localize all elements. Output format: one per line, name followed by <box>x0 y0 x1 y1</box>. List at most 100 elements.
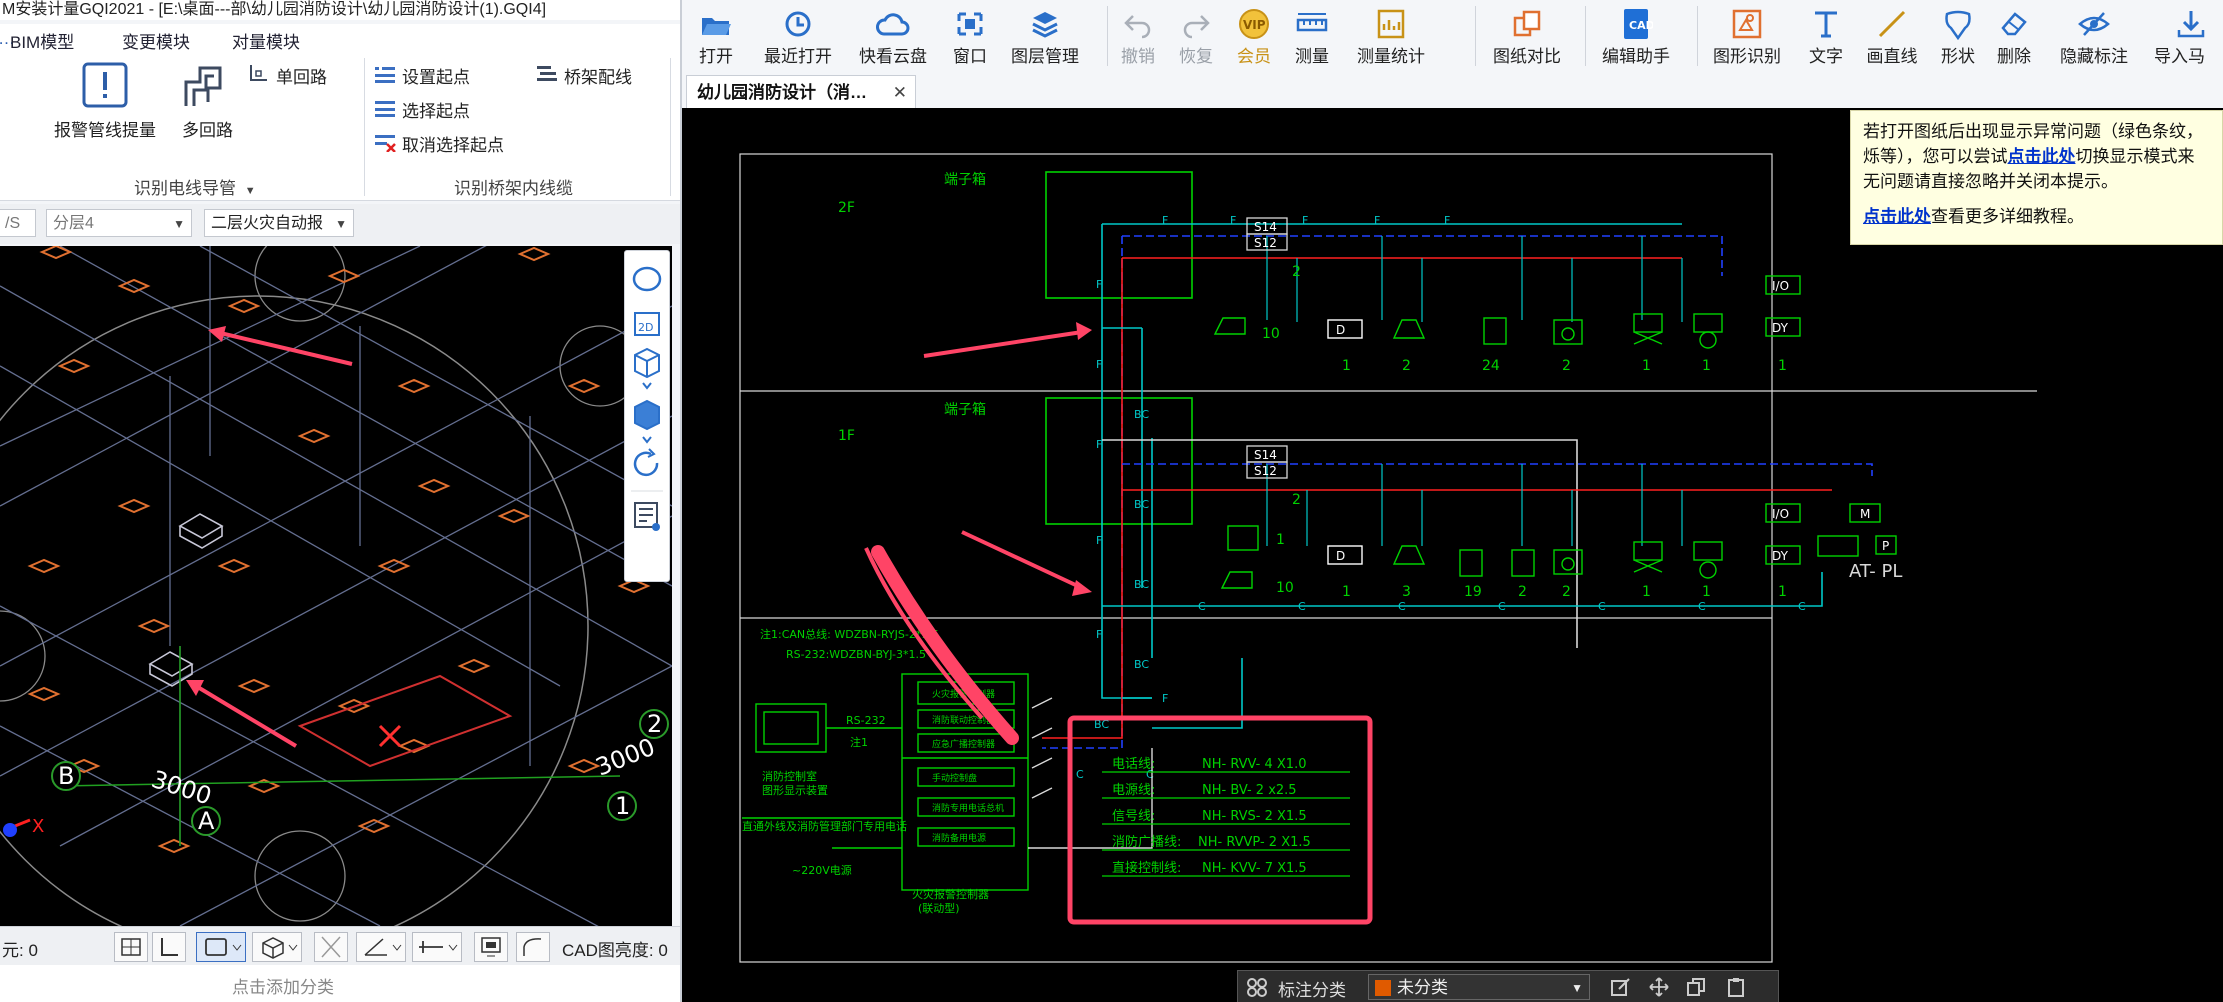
vip-button[interactable]: VIP 会员 <box>1226 0 1282 72</box>
delete-button[interactable]: 删除 <box>1986 0 2042 72</box>
toolbar-divider <box>1585 6 1586 66</box>
measure-stats-button[interactable]: 测量统计 <box>1342 0 1440 72</box>
edit-assistant-button[interactable]: CAD 编辑助手 <box>1588 0 1684 72</box>
multi-loop-icon <box>184 66 222 106</box>
grid-snap-button[interactable] <box>114 932 148 962</box>
menu-change[interactable]: 变更模块 <box>122 33 190 52</box>
delete-label: 删除 <box>1997 47 2031 66</box>
window-label: 窗口 <box>953 47 987 66</box>
annotation-category-select[interactable]: 未分类 ▼ <box>1368 974 1590 1000</box>
layer-visibility-button[interactable] <box>634 502 660 531</box>
c-label: C <box>1798 600 1806 613</box>
print-screen-button[interactable] <box>474 932 508 962</box>
orbit-button[interactable] <box>632 266 662 292</box>
view-2d-button[interactable]: 2D <box>634 312 660 336</box>
legend-name: 消防广播线: <box>1112 834 1181 850</box>
f-label: F <box>1374 214 1380 227</box>
close-tab-icon[interactable]: ✕ <box>892 83 907 102</box>
paste-icon[interactable] <box>1726 977 1748 997</box>
redo-button[interactable]: 恢复 <box>1168 0 1224 72</box>
curve-button[interactable] <box>516 932 550 962</box>
status-left-text: 元: 0 <box>2 941 38 960</box>
menu-compare[interactable]: 对量模块 <box>232 33 300 52</box>
f-label: F <box>1444 214 1450 227</box>
tip-line2-post: 切换显示模式来 <box>2075 147 2195 166</box>
dimension-button[interactable] <box>412 932 462 962</box>
shape-recognize-button[interactable]: 图形识别 <box>1702 0 1792 72</box>
f-label: F <box>1162 214 1168 227</box>
draw-line-button[interactable]: 画直线 <box>1858 0 1926 72</box>
move-icon[interactable] <box>1648 977 1670 997</box>
switch-mode-link[interactable]: 点击此处 <box>2007 147 2076 166</box>
cad-brightness-label[interactable]: CAD图亮度: 0 <box>562 941 668 960</box>
tip-line1: 若打开图纸后出现显示异常问题（绿色条纹， <box>1863 122 2203 141</box>
document-tab[interactable]: 幼儿园消防设计（消… ✕ <box>686 75 916 108</box>
count-2f: 2 <box>1562 358 1571 374</box>
fire-control-room: 消防控制室 <box>762 769 817 783</box>
floor-combo-value: /S <box>5 215 21 232</box>
group-identify-wire[interactable]: 识别电线导管 ▼ <box>134 174 256 199</box>
hide-annotation-button[interactable]: 隐藏标注 <box>2046 0 2142 72</box>
view-3d-button[interactable] <box>634 347 660 379</box>
f-label: F <box>1302 214 1308 227</box>
undo-button[interactable]: 撤销 <box>1110 0 1166 72</box>
window-button[interactable]: 窗口 <box>944 0 996 72</box>
f-label: F <box>1230 214 1236 227</box>
cabinet-label: 火灾报警控制器 <box>912 887 989 901</box>
edit-annotation-icon[interactable] <box>1610 977 1632 997</box>
display-mode-button[interactable] <box>252 932 302 962</box>
bc-label: BC <box>1134 498 1149 511</box>
bridge-wire-icon <box>537 66 557 81</box>
line-icon <box>1878 10 1906 38</box>
layer-combo[interactable]: 分层4▼ <box>46 209 192 237</box>
menu-bim[interactable]: BIM模型 <box>10 33 75 52</box>
compare-icon <box>1513 10 1541 37</box>
cabinet-row: 消防备用电源 <box>932 832 986 844</box>
device-markers <box>27 244 651 854</box>
select-mode-button[interactable] <box>196 932 246 962</box>
cancel-start-icon <box>375 135 396 152</box>
layer-manager-button[interactable]: 图层管理 <box>1000 0 1090 72</box>
cloud-button[interactable]: 快看云盘 <box>848 0 938 72</box>
angle-button[interactable] <box>356 932 406 962</box>
select-start-label: 选择起点 <box>402 102 470 121</box>
measure-label: 测量 <box>1295 47 1329 66</box>
recent-button[interactable]: 最近打开 <box>752 0 844 72</box>
cross-button[interactable] <box>314 932 348 962</box>
toolbar-divider <box>1475 6 1476 66</box>
toolbar-divider <box>1697 6 1698 66</box>
measure-button[interactable]: 测量 <box>1284 0 1340 72</box>
chevron-down-icon: ▼ <box>335 217 347 231</box>
c-label: C <box>1076 768 1084 781</box>
note-sub: 注1 <box>850 735 868 749</box>
rotate-button[interactable] <box>633 448 659 477</box>
chevron-down-icon: ▼ <box>1571 981 1583 995</box>
add-category-hint[interactable]: 点击添加分类 <box>232 978 334 997</box>
solid-view-button[interactable] <box>634 399 660 431</box>
single-loop-label: 单回路 <box>276 68 327 87</box>
import-button[interactable]: 导入马 <box>2146 0 2223 72</box>
text-button[interactable]: 文字 <box>1798 0 1854 72</box>
system-combo[interactable]: 二层火灾自动报▼ <box>204 209 354 237</box>
tutorial-link[interactable]: 点击此处 <box>1863 207 1931 226</box>
compare-button[interactable]: 图纸对比 <box>1482 0 1572 72</box>
count-2f: 1 <box>1642 358 1651 374</box>
alarm-exclaim-icon <box>82 62 128 108</box>
axis-2-label: 2 <box>647 710 662 738</box>
copy-icon[interactable] <box>1686 977 1708 997</box>
3d-viewport[interactable]: B A 1 2 3000 3000 X <box>0 145 673 967</box>
vip-icon: VIP <box>1239 9 1269 39</box>
fire-control-sub: 图形显示装置 <box>762 784 828 797</box>
caret-down-icon <box>642 382 652 390</box>
ortho-icon <box>161 938 178 956</box>
ortho-button[interactable] <box>152 932 186 962</box>
graphic-display-box <box>755 703 827 753</box>
floor-combo[interactable]: /S <box>0 209 36 237</box>
menu-bar: … BIM模型 变更模块 对量模块 <box>0 24 680 54</box>
axis-b-label: B <box>58 762 74 790</box>
shape-button[interactable]: 形状 <box>1930 0 1986 72</box>
s12-label: S12 <box>1254 236 1277 250</box>
open-button[interactable]: 打开 <box>682 0 750 72</box>
cad-canvas[interactable]: 端子箱 2F 端子箱 1F <box>682 108 2223 1002</box>
cabinet-row: 应急广播控制器 <box>932 738 995 750</box>
